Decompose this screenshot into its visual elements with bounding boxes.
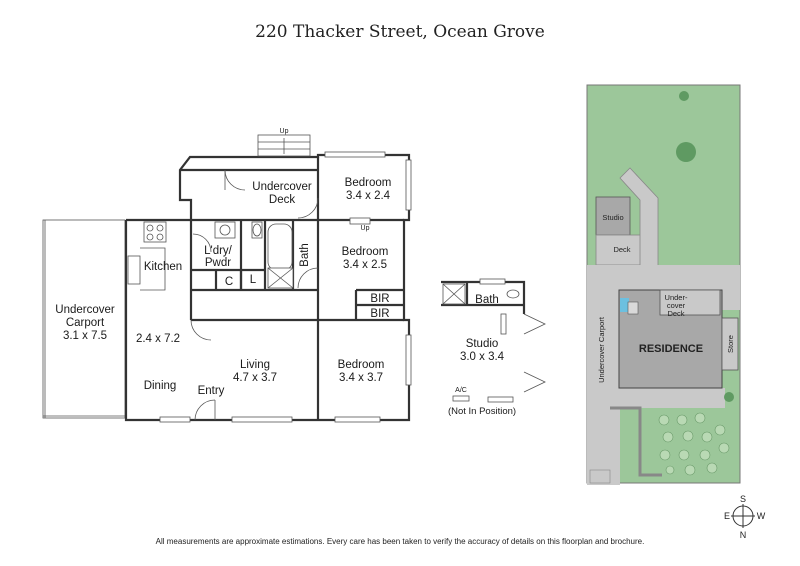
laundry-label: L'dry/	[204, 245, 233, 257]
kitchen-label: Kitchen	[144, 261, 182, 273]
compass-east: E	[724, 511, 730, 521]
site-undercover-deck-1: Under-	[665, 293, 688, 302]
site-undercover-deck-3: Deck	[667, 309, 684, 318]
compass-south: S	[740, 494, 746, 504]
bedroom-3-label: Bedroom	[338, 359, 385, 371]
bir-2-label: BIR	[370, 308, 389, 320]
compass-west: W	[757, 511, 766, 521]
cupboard-c-label: C	[225, 276, 233, 288]
studio-label: Studio	[466, 338, 499, 350]
compass-icon	[731, 504, 755, 528]
site-deck-label: Deck	[613, 245, 630, 254]
bedroom-1-label: Bedroom	[345, 177, 392, 189]
studio-plan	[441, 278, 546, 403]
site-store-label: Store	[726, 335, 735, 353]
entry-label: Entry	[198, 385, 225, 397]
up-label-top: Up	[280, 128, 289, 135]
main-house-plan	[42, 134, 412, 423]
cupboard-l-label: L	[250, 274, 257, 286]
kitchen-dims: 2.4 x 7.2	[136, 333, 180, 345]
deck-label-2: Deck	[269, 194, 295, 206]
studio-note: (Not In Position)	[448, 406, 516, 417]
bedroom-2-label: Bedroom	[342, 246, 389, 258]
studio-bath-label: Bath	[475, 294, 499, 306]
carport-label-2: Carport	[66, 317, 105, 329]
site-undercover-deck-2: cover	[667, 301, 686, 310]
bedroom-2-dims: 3.4 x 2.5	[343, 259, 387, 271]
residence-label: RESIDENCE	[639, 343, 703, 355]
bath-label: Bath	[299, 243, 311, 267]
site-plan	[586, 84, 741, 485]
carport-dims: 3.1 x 7.5	[63, 330, 107, 342]
page-title: 220 Thacker Street, Ocean Grove	[255, 22, 545, 42]
dining-label: Dining	[144, 380, 177, 392]
living-label: Living	[240, 359, 270, 371]
ac-label: A/C	[455, 387, 467, 394]
bir-1-label: BIR	[370, 293, 389, 305]
up-label-bedroom: Up	[361, 225, 370, 232]
living-dims: 4.7 x 3.7	[233, 372, 277, 384]
site-carport-label: Undercover Carport	[597, 316, 606, 383]
site-studio-label: Studio	[602, 213, 623, 222]
disclaimer: All measurements are approximate estimat…	[155, 537, 645, 546]
bedroom-1-dims: 3.4 x 2.4	[346, 190, 391, 202]
carport-label: Undercover	[55, 304, 115, 316]
studio-dims: 3.0 x 3.4	[460, 351, 505, 363]
laundry-label-2: Pwdr	[205, 257, 231, 269]
bedroom-3-dims: 3.4 x 3.7	[339, 372, 383, 384]
compass-north: N	[740, 530, 747, 540]
deck-label: Undercover	[252, 181, 312, 193]
